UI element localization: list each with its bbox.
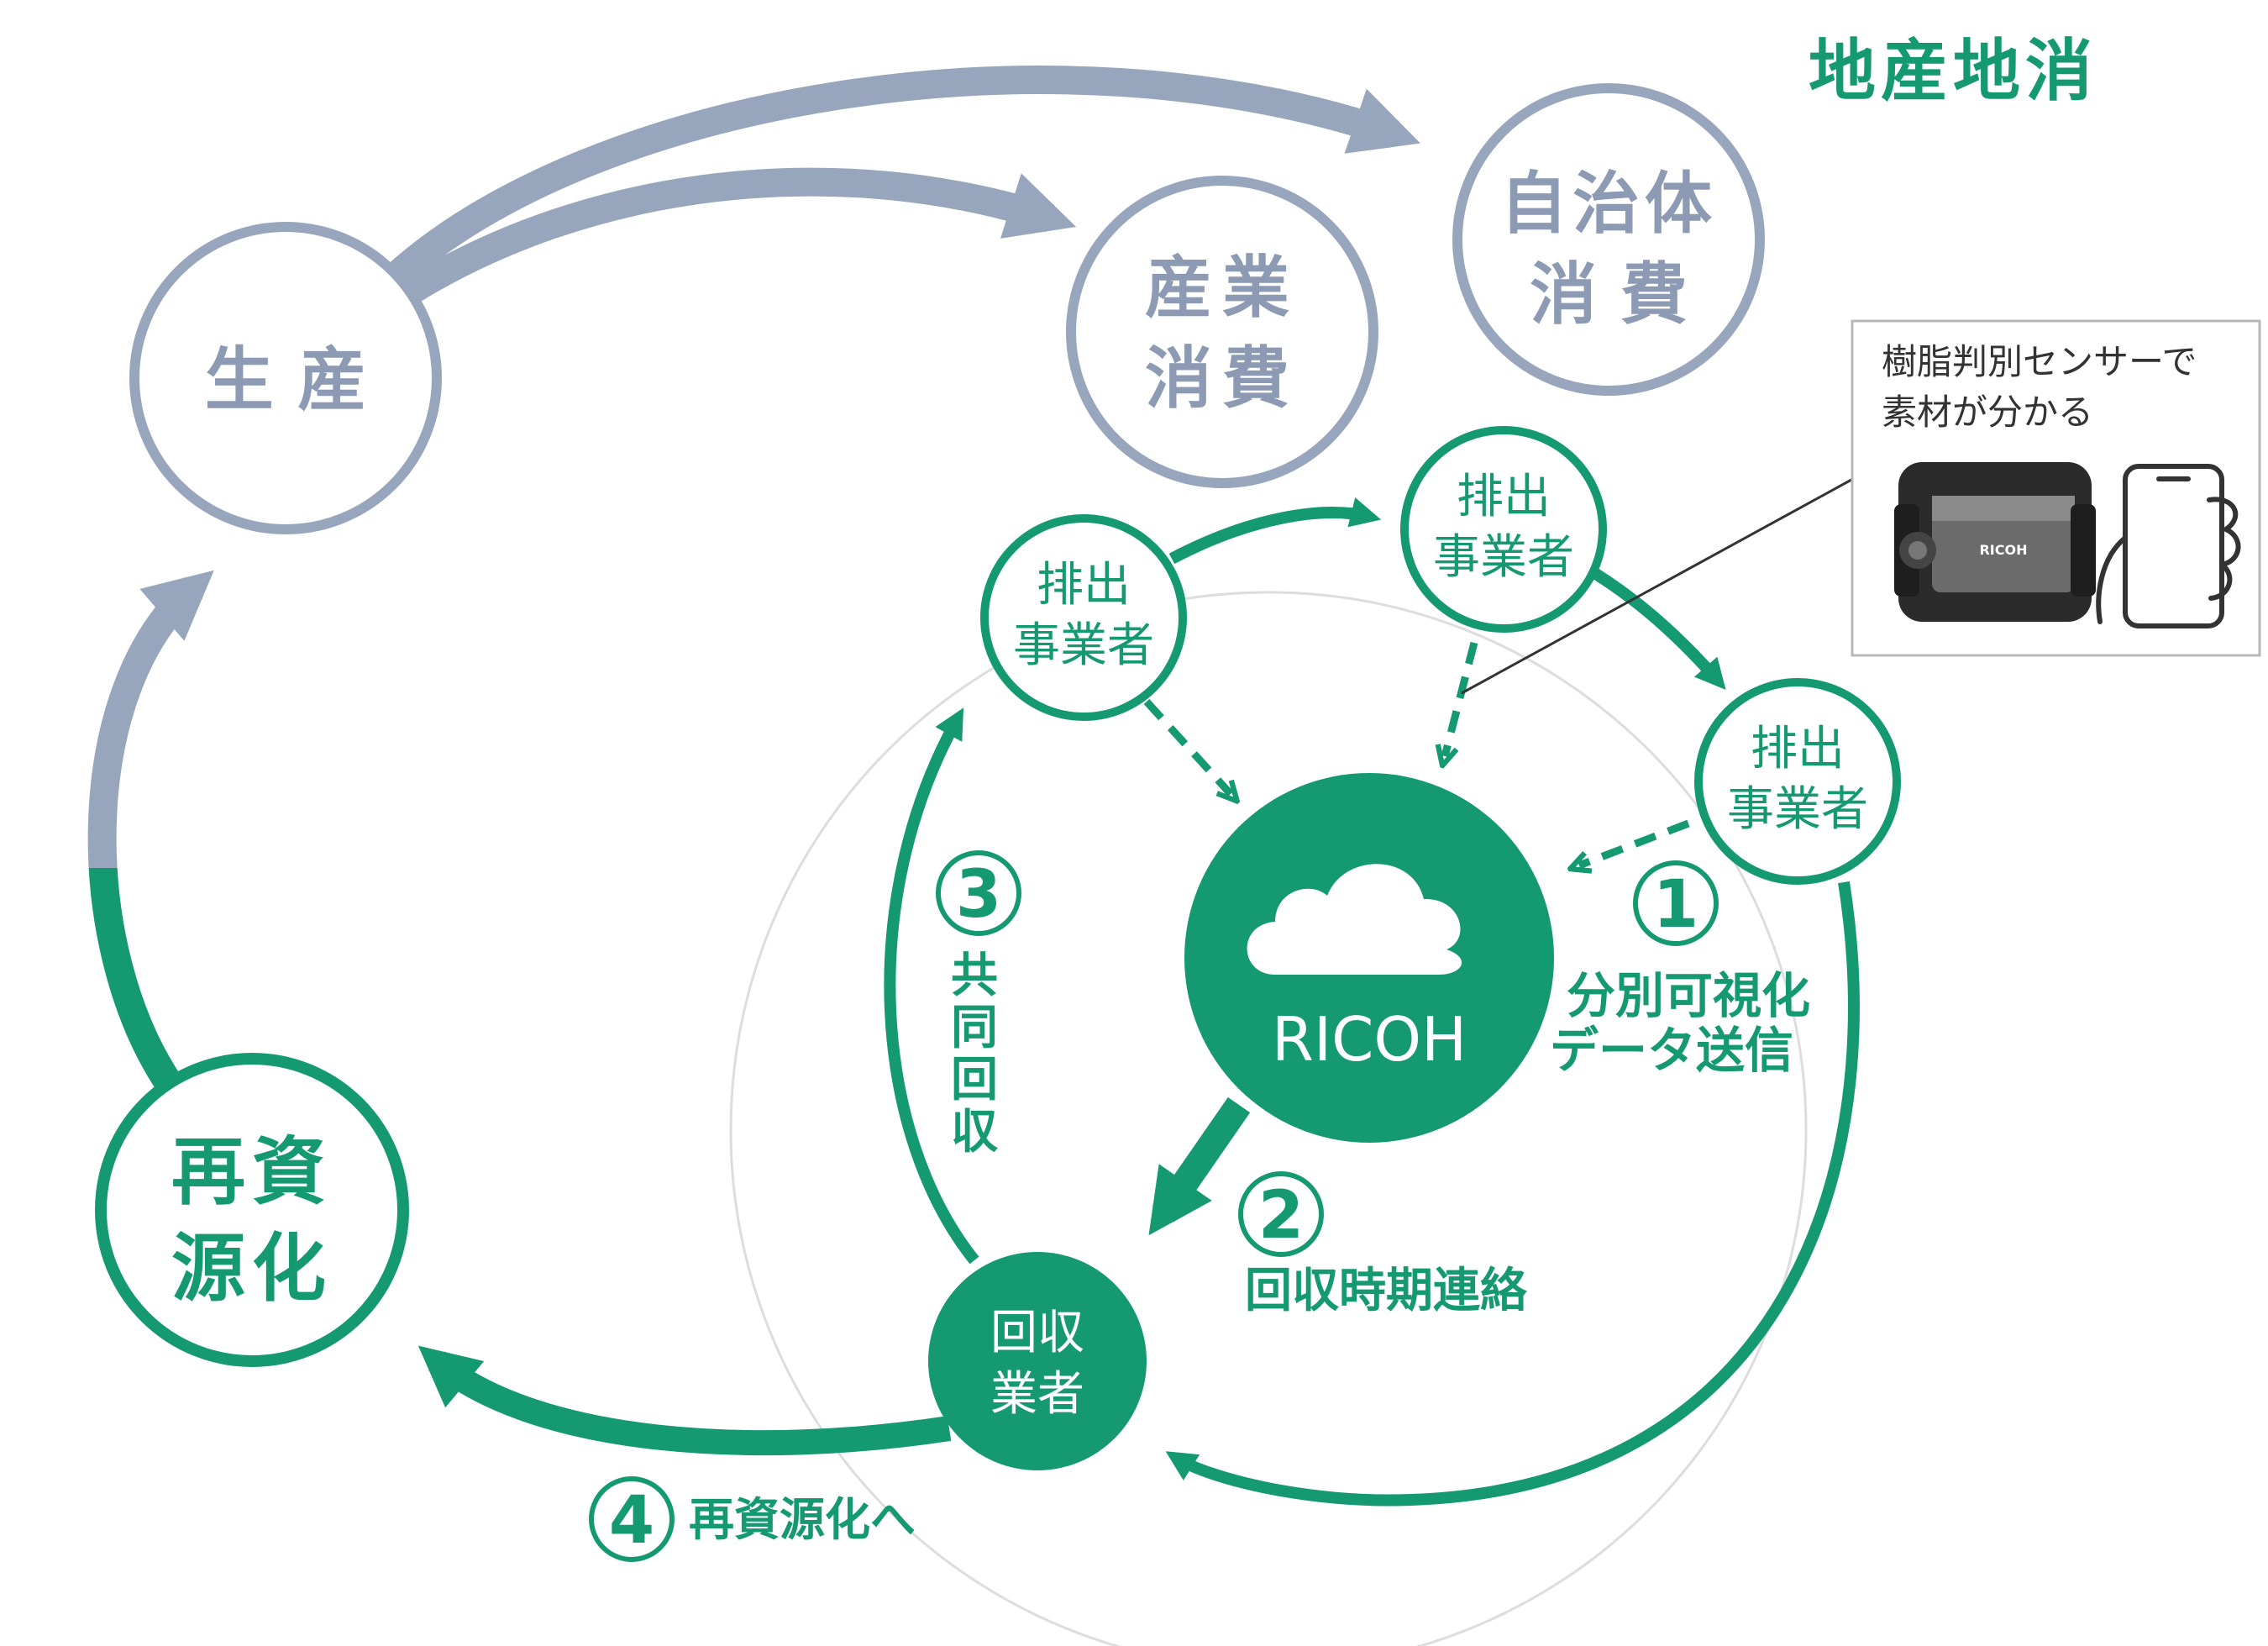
step-1-line-1: 分別可視化 <box>1567 967 1810 1024</box>
production-to-industrial-arrow <box>391 167 1077 311</box>
step-3-char-1: 共 <box>951 949 998 1003</box>
municipal-consumption-line-1: 自治体 <box>1500 165 1717 243</box>
page-title: 地産地消 <box>1809 32 2097 110</box>
data-arrow-emitter1-to-hub <box>1143 698 1231 794</box>
production-node: 生 産 <box>129 222 442 534</box>
recycling-node: 再資 源化 <box>95 1053 409 1367</box>
hand-holding-phone-icon <box>2096 464 2241 628</box>
cloud-icon <box>1247 864 1462 975</box>
emitter-1-line-2: 事業者 <box>1013 618 1154 673</box>
recycling-line-2: 源化 <box>171 1225 333 1312</box>
industrial-consumption-line-1: 産業 <box>1145 249 1299 327</box>
step-3-char-4: 収 <box>951 1105 998 1160</box>
loop-arrow-collector-to-emitter1 <box>884 707 979 1265</box>
recycling-line-1: 再資 <box>171 1128 333 1215</box>
production-label: 生 産 <box>205 340 367 420</box>
emitter-3-line-1: 排出 <box>1751 722 1845 776</box>
sensor-callout-leader <box>1461 473 1861 695</box>
step-3-char-3: 回 <box>951 1053 998 1107</box>
step-4-number: 4 <box>609 1483 654 1559</box>
emitter-1-line-1: 排出 <box>1037 558 1131 613</box>
step-2: 2 回収時期連絡 <box>1238 1171 1528 1318</box>
step-2-number: 2 <box>1258 1178 1304 1254</box>
sensor-callout-line-2: 素材が分かる <box>1882 392 2093 433</box>
emitter-node-1: 排出 事業者 <box>980 514 1187 721</box>
loop-arrow-emitter1-to-emitter2 <box>1168 497 1382 565</box>
collector-node: 回収 業者 <box>928 1252 1147 1470</box>
collector-to-recycling-arrow <box>417 1345 952 1456</box>
loop-arrow-emitter2-to-emitter3 <box>1588 566 1726 690</box>
device-brand-label: RICOH <box>1979 542 2027 558</box>
step-3-badge <box>936 850 1021 936</box>
step-3-char-2: 同 <box>951 1001 998 1055</box>
collector-line-1: 回収 <box>990 1306 1084 1360</box>
step-3-number: 3 <box>956 857 1001 933</box>
emitter-3-line-2: 事業者 <box>1727 782 1868 837</box>
step-1-line-2: データ送信 <box>1550 1022 1793 1079</box>
sensor-callout: 樹脂判別センサーで 素材が分かる RICOH <box>1851 319 2261 657</box>
step-4: 4 再資源化へ <box>589 1476 916 1562</box>
recycling-to-production-arrow <box>87 570 214 1096</box>
resin-sensor-device-icon: RICOH <box>1894 462 2096 622</box>
data-arrow-emitter3-to-hub <box>1579 819 1690 865</box>
collector-line-2: 業者 <box>990 1367 1084 1422</box>
emitter-2-line-1: 排出 <box>1457 470 1551 524</box>
hub-label: RICOH <box>1272 1004 1467 1075</box>
hub-to-collector-arrow <box>1148 1096 1251 1236</box>
emitter-node-3: 排出 事業者 <box>1694 678 1901 885</box>
step-4-badge <box>589 1476 675 1562</box>
ricoh-hub: RICOH <box>1184 773 1554 1143</box>
municipal-consumption-node: 自治体 消 費 <box>1452 83 1765 396</box>
industrial-consumption-node: 産業 消費 <box>1066 176 1378 488</box>
step-2-badge <box>1238 1171 1324 1257</box>
loop-arrow-emitter3-to-collector <box>1165 881 1860 1507</box>
step-2-line-1: 回収時期連絡 <box>1245 1264 1528 1318</box>
step-4-line-1: 再資源化へ <box>689 1493 916 1546</box>
step-1-number: 1 <box>1653 867 1698 943</box>
step-1-badge <box>1633 860 1719 946</box>
data-arrow-emitter2-to-hub <box>1445 641 1478 756</box>
production-to-municipal-arrow <box>385 66 1420 288</box>
step-1: 1 分別可視化 データ送信 <box>1550 860 1810 1079</box>
municipal-consumption-line-2: 消 費 <box>1530 255 1688 334</box>
step-3: 3 共 同 回 収 <box>936 850 1021 1160</box>
emitter-node-2: 排出 事業者 <box>1400 426 1607 633</box>
sensor-callout-line-1: 樹脂判別センサーで <box>1882 341 2197 382</box>
emitter-2-line-2: 事業者 <box>1433 530 1574 585</box>
industrial-consumption-line-2: 消費 <box>1145 339 1299 418</box>
